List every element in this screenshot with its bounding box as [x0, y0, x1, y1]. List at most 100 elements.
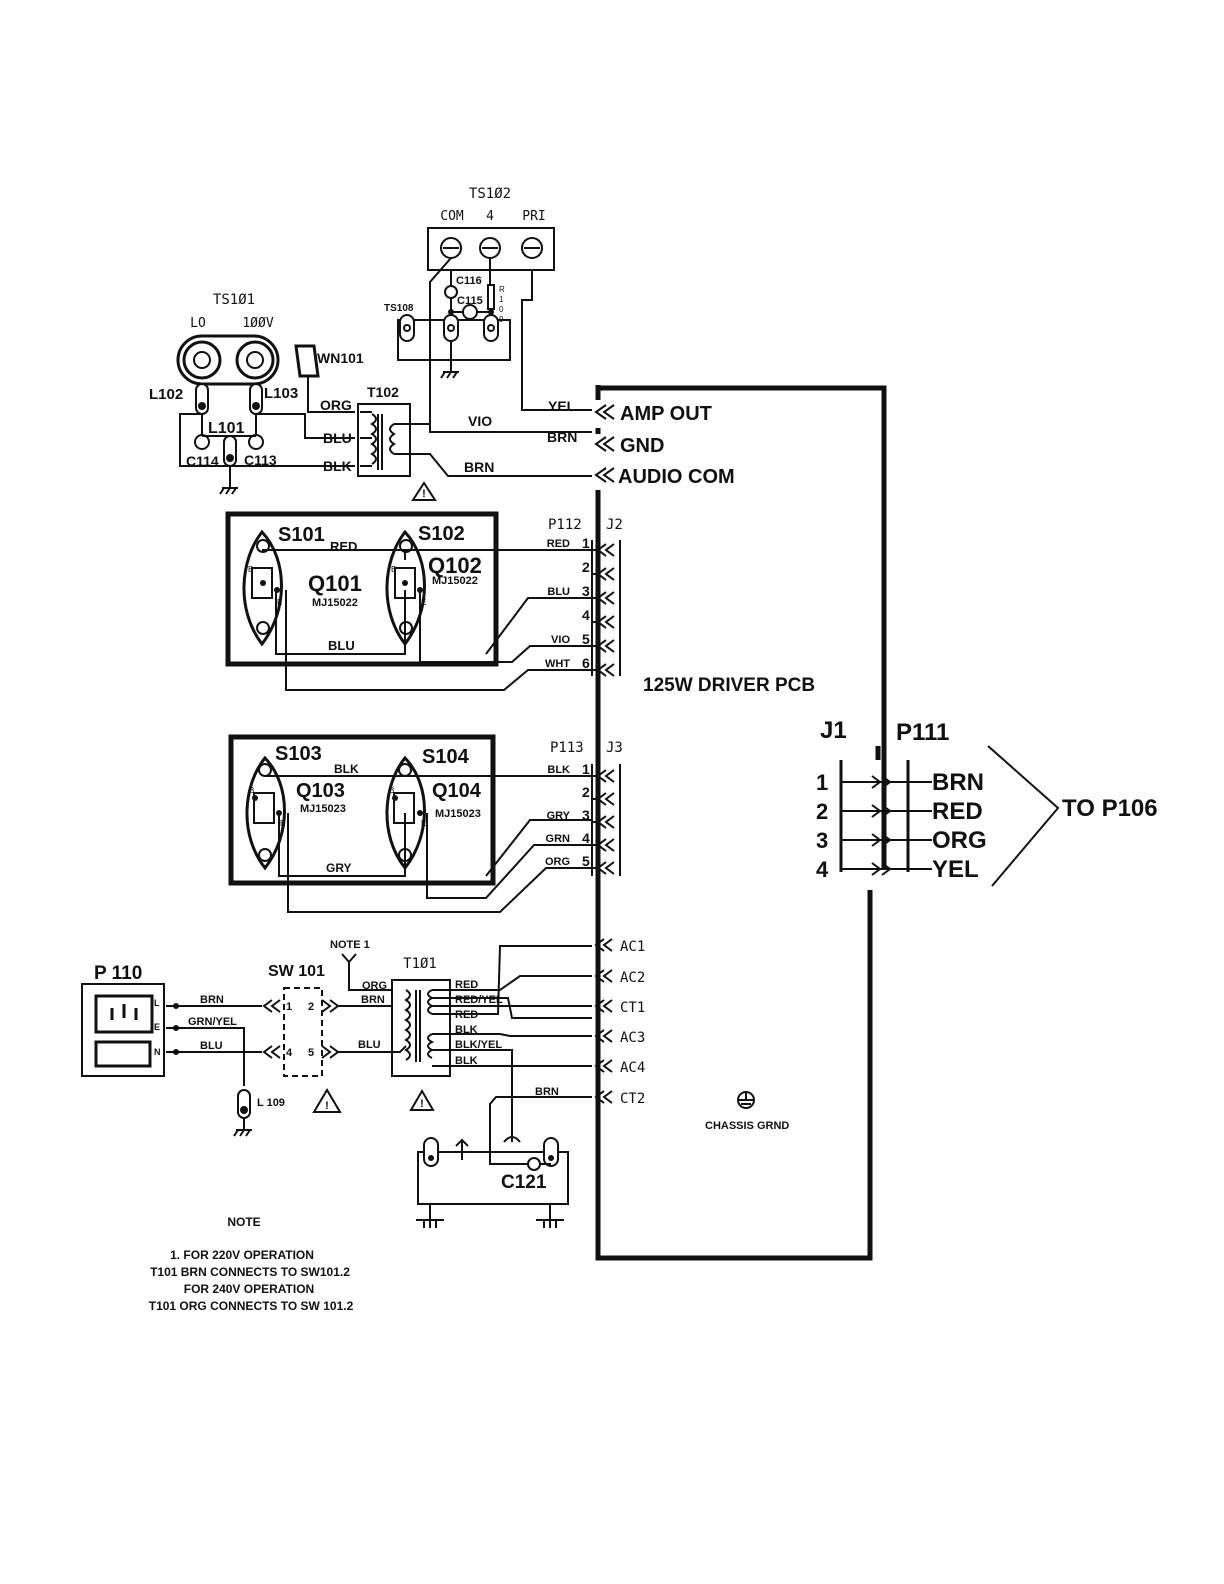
t101-sec-blk-2: BLK: [455, 1055, 478, 1067]
note-line-3: FOR 240V OPERATION: [184, 1282, 314, 1296]
p110-blu-label: BLU: [200, 1040, 223, 1052]
p113-pin-4-number: 4: [582, 830, 590, 846]
driver-pcb-outline: 125W DRIVER PCB: [595, 385, 887, 1261]
ts108-ground-icon: [440, 341, 459, 379]
q103-label: Q103: [296, 780, 345, 802]
t101-sec-blkyel: BLK/YEL: [455, 1039, 502, 1051]
t101-brn-ct2-label: BRN: [535, 1086, 559, 1098]
ct2-label: CT2: [620, 1091, 645, 1107]
pcb-title: 125W DRIVER PCB: [643, 675, 815, 696]
svg-text:!: !: [325, 1100, 329, 1112]
p113-pin-3-wire: GRY: [547, 810, 571, 822]
c121-capacitor: [527, 1157, 541, 1171]
gnd-label: GND: [620, 435, 664, 457]
l103-label: L103: [264, 385, 298, 402]
p112-pin-5-number: 5: [582, 631, 590, 647]
q101-label: Q101: [308, 571, 362, 596]
wire-org-label: ORG: [320, 397, 352, 413]
ts102-com-label: COM: [440, 209, 464, 224]
t101-sec-red-2: RED: [455, 1009, 478, 1021]
q101-transistor-case: [242, 529, 283, 647]
ac2-label: AC2: [620, 970, 645, 986]
p112-pin-6-wire: WHT: [545, 658, 570, 670]
r109-label-0: 0: [499, 305, 504, 314]
svg-text:B: B: [391, 565, 396, 574]
c114-label: C114: [186, 453, 219, 469]
ct1-label: CT1: [620, 1000, 645, 1016]
transistor-board-2: S103 S104 BLK BE Q103 MJ15023 BE Q104 MJ…: [228, 734, 592, 913]
svg-text:E: E: [421, 819, 426, 828]
amp-out-label: AMP OUT: [620, 403, 712, 425]
p112-label: P112: [548, 517, 582, 533]
r109-label-1: 1: [499, 295, 504, 304]
t101-brn-label: BRN: [361, 994, 385, 1006]
t101-org-label: ORG: [362, 980, 387, 992]
c113-label: C113: [244, 452, 277, 468]
t101-title: T1Ø1: [403, 956, 437, 972]
t101-blu-label: BLU: [358, 1039, 381, 1051]
p113-pin-4-wire: GRN: [546, 833, 571, 845]
ts101-terminal-strip: TS1Ø1 LO 1ØØV: [176, 292, 280, 386]
ts102-screw-pri: [521, 237, 543, 259]
sw101-warning-icon: [312, 1088, 342, 1113]
svg-text:B: B: [249, 786, 254, 795]
t101-sec-red-1: RED: [455, 979, 478, 991]
wire-yel-label: YEL: [548, 398, 576, 414]
wire-brn-gnd-label: BRN: [547, 429, 577, 445]
p112-pin-3-wire: BLU: [547, 586, 570, 598]
svg-text:B: B: [389, 786, 394, 795]
svg-text:!: !: [420, 1098, 424, 1110]
to-p106-label: TO P106: [1062, 795, 1158, 822]
ac-connectors: AC1 AC2 CT1 AC3 AC4 CT2: [594, 938, 645, 1107]
c116-capacitor: [444, 285, 458, 299]
p111-label: P111: [896, 719, 949, 746]
svg-text:!: !: [422, 488, 426, 500]
board-2-blk-label: BLK: [334, 762, 359, 776]
c113-capacitor: [248, 434, 264, 450]
sw101-pin-5: 5: [308, 1047, 314, 1059]
ts102-wiring: C116 C115 R 1 0 9 TS108: [384, 257, 592, 433]
board-1-frame: [225, 511, 499, 667]
ts102-pri-label: PRI: [522, 209, 545, 224]
q102-label: Q102: [428, 553, 482, 578]
ts108-label: TS108: [384, 303, 414, 314]
chassis-ground: CHASSIS GRND: [705, 1091, 789, 1132]
p113-pin-3-number: 3: [582, 807, 590, 823]
l102-label: L102: [149, 386, 183, 403]
svg-text:E: E: [277, 598, 282, 607]
board-1-blu-label: BLU: [328, 638, 355, 653]
s101-label: S101: [278, 524, 325, 546]
q102-part: MJ15022: [432, 575, 478, 587]
l109-ground-icon: [233, 1118, 252, 1137]
t102-label: T102: [367, 384, 399, 400]
board-2-frame: [228, 734, 496, 886]
p112-pin-6-number: 6: [582, 655, 590, 671]
p110-socket-icon: [94, 994, 154, 1034]
c121-label: C121: [501, 1172, 547, 1193]
q103-part: MJ15023: [300, 803, 346, 815]
p110-n-pin: N: [154, 1047, 161, 1057]
sw101-pin-2: 2: [308, 1001, 314, 1013]
t102-body: [357, 403, 411, 477]
p110-fuse-drawer: [94, 1040, 152, 1068]
note-line-1: 1. FOR 220V OPERATION: [170, 1248, 314, 1262]
ac4-label: AC4: [620, 1060, 645, 1076]
p113-pin-5-wire: ORG: [545, 856, 570, 868]
p110-body: [81, 983, 165, 1077]
c121-terminal-block: C121: [416, 1128, 569, 1228]
q103-transistor-case: [245, 755, 286, 871]
wire-blu-label: BLU: [323, 430, 352, 446]
p111-pin-1-wire: BRN: [932, 769, 984, 796]
q104-part: MJ15023: [435, 808, 481, 820]
t101-sec-redyel: RED/YEL: [455, 994, 503, 1006]
j1-pin-3-arrow: [871, 833, 892, 847]
c121-block-body: [417, 1151, 569, 1205]
l101-label: L101: [208, 420, 245, 437]
j1-pin-1-number: 1: [816, 770, 828, 795]
p113-pin-1-wire: BLK: [547, 764, 570, 776]
ts101-lo-label: LO: [190, 316, 206, 331]
j3-label: J3: [606, 740, 623, 756]
wn101-label: WN101: [317, 350, 364, 366]
r109-resistor: [487, 284, 495, 310]
